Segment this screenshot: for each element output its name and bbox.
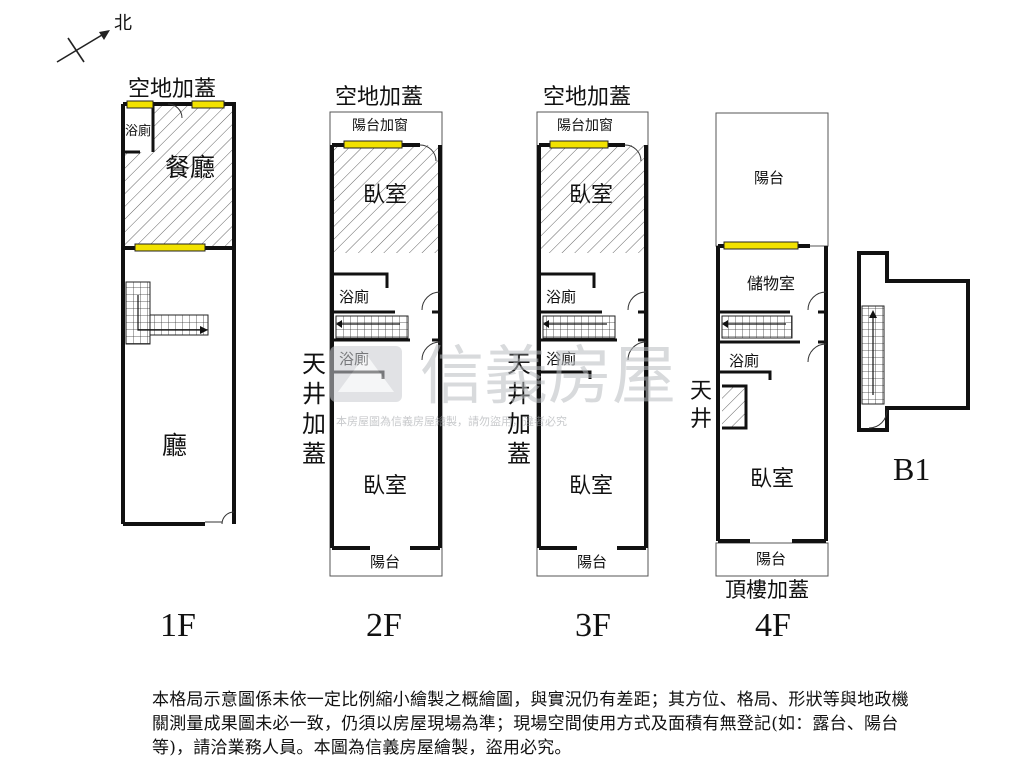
- room-4f-balcony-front: 陽台: [754, 169, 784, 187]
- floor-b1-plan: [857, 251, 970, 432]
- floor-2f-plan: 空地加蓋 陽台加窗 臥室 浴廁 浴廁 臥室 陽台 天 井 加 蓋: [302, 85, 443, 577]
- stair-3f: [542, 315, 616, 339]
- room-4f-toilet: 浴廁: [729, 352, 759, 370]
- room-3f-balcony-window: 陽台加窗: [557, 117, 613, 134]
- stair-4f: [721, 315, 793, 339]
- room-3f-toilet-1: 浴廁: [546, 288, 576, 306]
- room-3f-balcony: 陽台: [577, 553, 607, 571]
- floor-3f-plan: 空地加蓋 陽台加窗 臥室 浴廁 浴廁 臥室 陽台 天 井 加 蓋: [507, 85, 649, 577]
- compass-north-label: 北: [114, 13, 132, 34]
- room-2f-bedroom-back: 臥室: [363, 474, 407, 499]
- side-2f-char-2: 井: [302, 380, 326, 408]
- room-4f-bedroom: 臥室: [750, 467, 794, 492]
- side-3f-char-4: 蓋: [507, 440, 531, 468]
- room-2f-balcony-window: 陽台加窗: [352, 117, 408, 134]
- room-3f-bedroom-front: 臥室: [569, 183, 613, 208]
- room-3f-toilet-2: 浴廁: [546, 350, 576, 368]
- window-1f-top-left: [126, 100, 154, 109]
- disclaimer-text: 本格局示意圖係未依一定比例縮小繪製之概繪圖，與實況仍有差距；其方位、格局、形狀等…: [152, 690, 909, 758]
- compass-arrow: [56, 31, 108, 63]
- window-1f-middle: [134, 243, 206, 252]
- room-1f-toilet: 浴廁: [125, 123, 151, 139]
- balcony-back-4f: [715, 542, 829, 577]
- watermark-brand: 信義房屋: [420, 340, 676, 414]
- room-1f-hall: 廳: [162, 431, 187, 460]
- room-4f-storage: 儲物室: [747, 274, 795, 293]
- bedroom-3f-hatch: [541, 145, 645, 253]
- side-4f-char-1: 天: [690, 379, 712, 404]
- floor-4f-plan: 陽台 儲物室 浴廁 臥室 陽台 天 井 頂樓加蓋: [690, 112, 829, 602]
- side-3f-char-3: 加: [507, 410, 531, 438]
- watermark: 信義房屋 本房屋圖為信義房屋繪製，請勿盜用，違者必究: [330, 340, 676, 428]
- lightwell-4f: [722, 384, 748, 430]
- side-3f-char-2: 井: [507, 380, 531, 408]
- room-3f-bedroom-back: 臥室: [569, 474, 613, 499]
- floor-3f-top-label: 空地加蓋: [543, 85, 631, 110]
- room-2f-bedroom-front: 臥室: [363, 183, 407, 208]
- compass-arrow-head: [99, 30, 110, 40]
- floor-2f-top-label: 空地加蓋: [335, 85, 423, 110]
- floor-b1-label: B1: [893, 451, 930, 487]
- floor-1f-top-label: 空地加蓋: [128, 77, 216, 102]
- stair-2f: [335, 315, 409, 339]
- b1-walls: [857, 251, 970, 432]
- wall-right: [123, 102, 236, 524]
- room-1f-dining: 餐廳: [165, 153, 215, 182]
- window-2f: [343, 140, 403, 149]
- floor-2f-label: 2F: [366, 607, 402, 644]
- compass: 北: [56, 13, 132, 63]
- window-1f-top-right: [191, 100, 225, 109]
- room-2f-balcony: 陽台: [370, 553, 400, 571]
- watermark-small: 本房屋圖為信義房屋繪製，請勿盜用，違者必究: [336, 414, 567, 428]
- toilet-area: [125, 105, 153, 152]
- bedroom-2f-hatch: [334, 145, 440, 253]
- side-4f-char-2: 井: [690, 407, 712, 432]
- window-4f: [723, 241, 799, 250]
- side-2f-char-1: 天: [302, 350, 326, 378]
- floor-3f-label: 3F: [575, 607, 611, 644]
- floor-1f-plan: 空地加蓋 浴廁 餐廳 廳: [121, 77, 236, 526]
- floor-4f-label: 4F: [755, 607, 791, 644]
- side-2f-char-4: 蓋: [302, 440, 326, 468]
- window-3f: [549, 140, 609, 149]
- room-2f-toilet-1: 浴廁: [339, 288, 369, 306]
- floor-1f-label: 1F: [160, 607, 196, 644]
- side-2f-char-3: 加: [302, 410, 326, 438]
- floor-4f-bottom-label: 頂樓加蓋: [725, 578, 809, 602]
- stair-1f-b: [149, 314, 209, 336]
- compass-cross: [67, 37, 85, 63]
- room-4f-balcony-back: 陽台: [756, 550, 786, 568]
- side-3f-char-1: 天: [507, 350, 531, 378]
